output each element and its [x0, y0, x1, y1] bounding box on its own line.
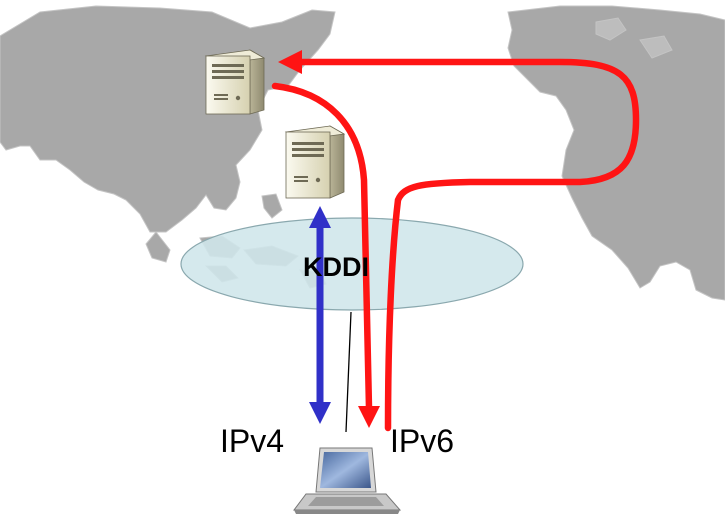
- ipv6-label: IPv6: [390, 423, 455, 459]
- kddi-label: KDDI: [303, 252, 369, 282]
- laptop-link-line: [345, 311, 352, 433]
- laptop-icon: [293, 447, 402, 514]
- ipv4-arrowhead-bottom: [309, 402, 331, 424]
- map-north-america: [507, 5, 725, 301]
- server-icon: [284, 125, 346, 199]
- ipv4-arrowhead-top: [309, 206, 331, 228]
- ipv6-arrowhead-laptop: [358, 406, 380, 428]
- ipv4-label: IPv4: [220, 423, 285, 459]
- kddi-cloud: [180, 217, 524, 311]
- ipv6-path-outbound: [296, 58, 640, 432]
- ipv6-arrowhead-server: [278, 50, 302, 74]
- ipv6-path-return: [271, 82, 373, 412]
- server-icon: [204, 49, 266, 115]
